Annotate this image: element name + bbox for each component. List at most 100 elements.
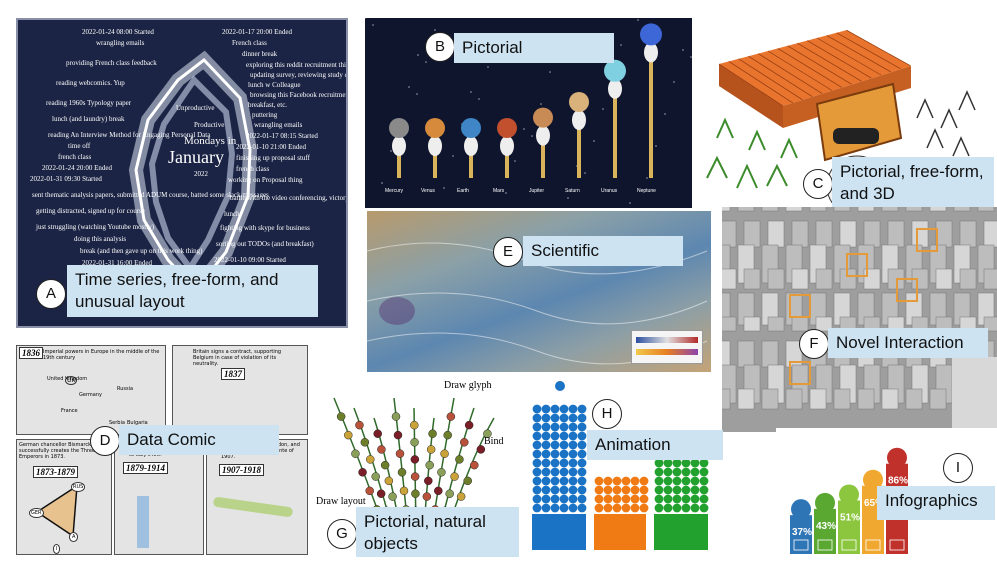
ball: [654, 467, 664, 477]
tree-crown: [863, 469, 883, 490]
ball: [690, 494, 700, 504]
planet-uranus: [604, 59, 626, 82]
ball: [550, 503, 560, 513]
ball: [654, 476, 664, 486]
planet-venus: [425, 118, 445, 138]
glyph-dot: [397, 468, 407, 477]
ball: [639, 494, 649, 504]
ball: [603, 503, 613, 513]
ball: [532, 440, 542, 450]
ball: [568, 467, 578, 477]
rocket-trail: [649, 58, 653, 178]
ball: [568, 476, 578, 486]
ball: [639, 476, 649, 486]
ball: [690, 485, 700, 495]
icon-outline: [865, 539, 881, 551]
ball: [630, 503, 640, 513]
ball: [541, 467, 551, 477]
glyph-dot: [366, 455, 375, 464]
building: [722, 340, 731, 368]
ball: [654, 503, 664, 513]
percent-label: 43%: [816, 521, 836, 532]
rocket-trail: [577, 126, 581, 178]
map-label-a: A: [69, 532, 79, 542]
glyph-dot: [464, 420, 474, 430]
rocket-trail: [613, 94, 617, 178]
ball: [672, 503, 682, 513]
ball: [559, 503, 569, 513]
glyph-dot: [476, 445, 486, 454]
star: [690, 56, 692, 58]
ball: [672, 476, 682, 486]
outline-grove: [916, 90, 976, 157]
ball: [672, 467, 682, 477]
star: [390, 150, 392, 152]
building: [767, 220, 785, 248]
ball: [672, 458, 682, 468]
building: [791, 220, 809, 248]
rocket-icon: [464, 136, 478, 156]
ball: [690, 458, 700, 468]
building: [953, 207, 971, 212]
glyph-dot: [437, 468, 446, 477]
glyph-dot: [410, 472, 420, 481]
building: [737, 207, 755, 212]
comic-year-3: 1873-1879: [33, 466, 78, 478]
panel-i-letter: I: [943, 453, 973, 483]
selection-box: [916, 228, 938, 252]
tree-crown: [839, 484, 859, 505]
ball: [577, 431, 587, 441]
glyph-dot: [440, 449, 449, 458]
ball: [630, 485, 640, 495]
rocket-icon: [428, 136, 442, 156]
glyph-dot: [360, 438, 370, 447]
star: [523, 128, 525, 130]
grid-line: [846, 29, 911, 67]
ball: [603, 476, 613, 486]
percent-label: 51%: [840, 512, 860, 523]
ball: [532, 422, 542, 432]
ball: [639, 485, 649, 495]
comic-caption-2: Britain signs a contract, supporting Bel…: [193, 349, 282, 367]
infographic-bar: [814, 508, 836, 554]
star: [505, 192, 507, 194]
ball: [550, 485, 560, 495]
grid-line: [718, 63, 784, 107]
panel-h-animation: [528, 378, 713, 555]
ball: [568, 449, 578, 459]
star: [443, 187, 445, 189]
panel-c-label: Pictorial, free-form, and 3D: [832, 157, 994, 207]
star: [664, 113, 666, 115]
star: [637, 19, 639, 21]
rocket-icon: [572, 110, 586, 130]
icon-outline: [889, 539, 905, 551]
panel-h-label: Animation: [587, 430, 723, 460]
glyph-dot: [355, 420, 364, 430]
ball: [577, 503, 587, 513]
glyph-dot: [470, 460, 479, 470]
building: [785, 388, 803, 410]
building: [761, 207, 779, 212]
ball: [532, 449, 542, 459]
star: [365, 18, 366, 19]
annotation-draw-glyph: Draw glyph: [444, 380, 492, 391]
percent-label: 65%: [864, 498, 884, 509]
ball: [559, 413, 569, 423]
glyph-dot: [422, 492, 432, 501]
grid-line: [758, 53, 823, 94]
rocket-trail: [433, 152, 437, 178]
building: [839, 220, 857, 248]
grid-line: [748, 55, 813, 97]
comic-frame-4: In 1882, Italy in 1914 due to Italy's le…: [114, 439, 204, 555]
building: [833, 207, 851, 212]
star: [593, 140, 595, 142]
grid-line: [826, 35, 891, 73]
ball: [550, 440, 560, 450]
building: [905, 388, 923, 410]
percent-label: 86%: [888, 476, 908, 487]
ball: [654, 485, 664, 495]
map-label-russia: Russia: [117, 386, 134, 392]
comic-year-5: 1907-1918: [219, 464, 264, 476]
rocket-trail: [469, 152, 473, 178]
planet-label-venus: Venus: [421, 188, 435, 194]
